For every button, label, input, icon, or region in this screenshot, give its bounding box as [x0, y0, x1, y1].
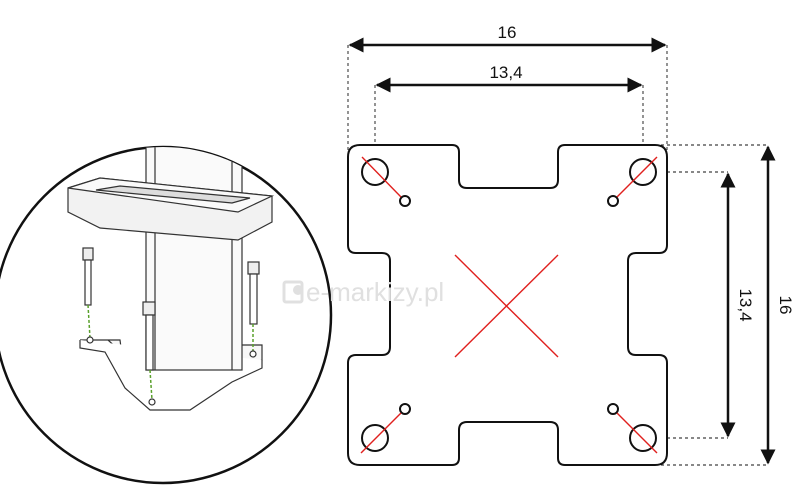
- small-hole-top-left: [399, 195, 411, 207]
- hole-bottom-left: [361, 424, 389, 452]
- dim-hole-height: 13,4: [736, 288, 755, 321]
- small-hole-bottom-left: [399, 403, 411, 415]
- dim-hole-width: 13,4: [489, 63, 522, 82]
- watermark: e-markizy.pl: [282, 277, 444, 307]
- red-center-marks: [360, 156, 658, 454]
- dim-outer-width: 16: [498, 23, 517, 42]
- watermark-text: e-markizy.pl: [306, 277, 444, 307]
- hole-top-left: [361, 158, 389, 186]
- post-mounting-detail: [0, 145, 333, 485]
- mounting-holes: [361, 158, 657, 452]
- hole-top-right: [629, 158, 657, 186]
- small-hole-top-right: [607, 195, 619, 207]
- dim-outer-height: 16: [776, 296, 795, 315]
- small-hole-bottom-right: [607, 403, 619, 415]
- anchor-bolt-right: [247, 261, 260, 358]
- dimension-lines: [348, 37, 776, 465]
- hole-bottom-right: [629, 424, 657, 452]
- anchor-bolt-left: [82, 247, 94, 344]
- anchor-bolt-middle: [142, 301, 156, 406]
